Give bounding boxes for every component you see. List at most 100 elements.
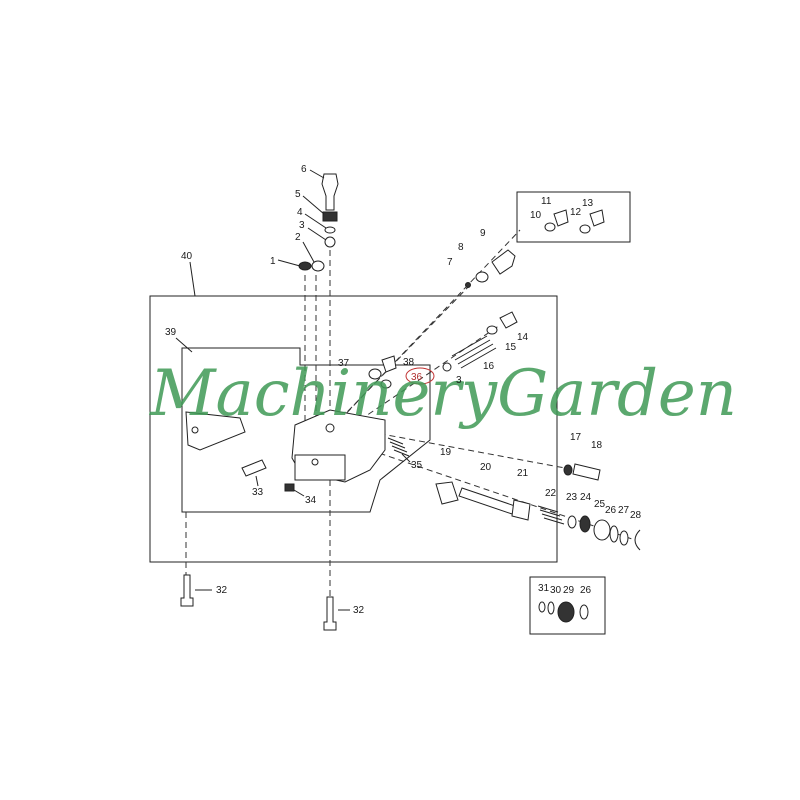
callout-3b: 3 [456,375,462,386]
part-38-plug [381,355,397,373]
part-9-fitting [491,249,516,275]
callout-37: 37 [338,358,350,369]
part-37-plug [368,368,382,380]
bracket-hole [191,426,199,434]
part-19-plug [435,481,459,505]
callout-16: 16 [483,361,495,372]
callout-11: 11 [541,196,552,207]
valve-body-lower [294,454,346,481]
part-12-oring [579,224,591,234]
part-3-ball-b [442,362,452,372]
callout-1: 1 [270,256,276,267]
part-6-plug [321,173,339,211]
leader-line [293,489,305,497]
part-30-ring [547,601,555,615]
port-hole [311,458,319,466]
leader-line [277,259,301,267]
part-35-spring-cap [387,437,410,457]
callout-27: 27 [618,505,630,516]
frame-40 [149,295,558,563]
part-31-ring [538,601,546,613]
callout-4: 4 [297,207,303,218]
part-7-ball [465,282,471,288]
callout-33: 33 [252,487,264,498]
callout-32b: 32 [353,605,365,616]
housing-outline-39 [181,347,431,513]
callout-13: 13 [582,198,594,209]
callout-24: 24 [580,492,592,503]
part-23-washer [567,515,577,529]
assembly-line [359,429,566,469]
assembly-line [369,449,636,541]
part-25-piston [593,519,611,541]
callout-6: 6 [301,164,307,175]
callout-34: 34 [305,495,317,506]
leader-line [189,261,196,297]
part-26-oring-b [579,604,589,620]
callout-35: 35 [411,460,423,471]
part-11-plug [553,209,569,227]
callout-21: 21 [517,468,529,479]
callout-3: 3 [299,220,305,231]
part-10-oring [544,222,556,232]
leader-line [309,169,325,179]
callout-7: 7 [447,257,453,268]
part-22-spring [537,505,565,525]
part-1-seal [298,261,312,271]
part-36-highlight [405,367,435,385]
callout-26: 26 [605,505,617,516]
part-18-bolt [572,463,601,481]
port-hole [325,423,335,433]
leader-line [175,337,193,353]
callout-19: 19 [440,447,452,458]
watermark-text: MachineryGarden [149,357,737,431]
callout-26b: 26 [580,585,592,596]
part-16-spring [451,335,497,369]
part-32-bolt-b [323,596,337,631]
part-28-snap-ring [634,529,641,551]
part-13-plug [589,209,605,227]
leader-line [302,195,325,215]
leader-line [401,453,411,463]
callout-36: 36 [411,372,423,383]
part-27-ring [619,530,629,546]
callout-8: 8 [458,242,464,253]
callout-40: 40 [181,251,193,262]
callout-32a: 32 [216,585,228,596]
part-26-oring [609,525,619,543]
callout-29: 29 [563,585,575,596]
callout-28: 28 [630,510,642,521]
callout-2: 2 [295,232,301,243]
assembly-line [359,324,501,421]
inset-box-bottom [529,576,606,635]
callout-20: 20 [480,462,492,473]
callout-38: 38 [403,357,415,368]
callout-14: 14 [517,332,529,343]
bracket-arm-39 [185,411,246,451]
callout-5: 5 [295,189,301,200]
callout-23: 23 [566,492,578,503]
part-3-ball [324,236,336,248]
part-32-bolt [180,574,194,607]
part-34-screw [284,483,295,492]
part-20-spool [458,487,516,515]
part-14-cap [499,311,518,329]
leader-line [302,241,315,263]
leader-line [304,213,327,229]
callout-15: 15 [505,342,517,353]
leader-line [255,475,259,487]
callout-39: 39 [165,327,177,338]
callout-31: 31 [538,583,550,594]
callout-17: 17 [570,432,582,443]
part-15-oring [486,325,498,335]
part-2-washer [311,260,325,272]
callout-10: 10 [530,210,542,221]
part-29-piston [557,601,575,623]
part-17-washer [563,464,573,476]
callout-22: 22 [545,488,557,499]
callout-25: 25 [594,499,606,510]
callout-12: 12 [570,207,582,218]
inset-box-top [516,191,631,243]
part-24-seat [579,515,591,533]
